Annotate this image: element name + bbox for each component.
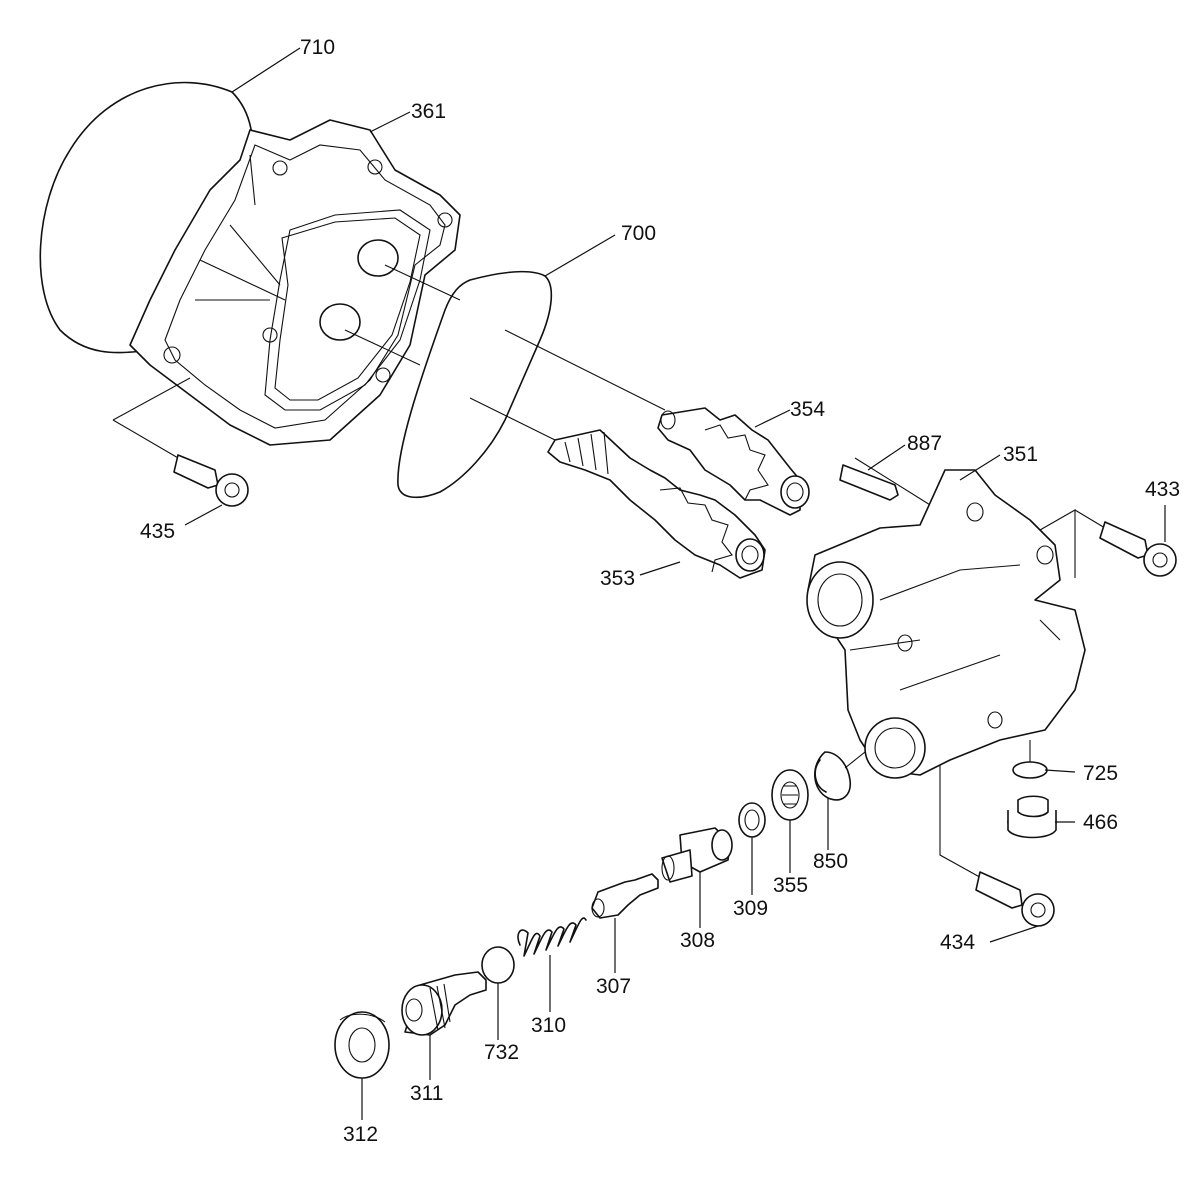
part-309-ring — [738, 802, 766, 838]
callout-725: 725 — [1083, 762, 1118, 785]
assembly-axis-lines — [112, 264, 1106, 881]
callout-434: 434 — [940, 931, 975, 954]
callout-355: 355 — [773, 874, 808, 897]
part-887-pin — [839, 464, 941, 521]
callout-310: 310 — [531, 1014, 566, 1037]
callout-307: 307 — [596, 975, 631, 998]
part-433-bolt — [1099, 521, 1177, 577]
part-354-driven-gear — [657, 407, 810, 516]
callout-labels: 710 361 700 354 887 351 433 435 353 725 … — [140, 36, 1180, 1146]
part-725-o-ring — [1012, 761, 1048, 779]
callout-354: 354 — [790, 398, 825, 421]
callout-435: 435 — [140, 520, 175, 543]
part-732-o-ring — [481, 946, 515, 984]
part-307-poppet — [591, 873, 659, 919]
callout-311: 311 — [410, 1082, 443, 1105]
part-435-bolt — [173, 454, 249, 507]
part-361-front-case — [129, 119, 461, 446]
callout-312: 312 — [343, 1123, 378, 1146]
callout-309: 309 — [733, 897, 768, 920]
callout-353: 353 — [600, 567, 635, 590]
callout-466: 466 — [1083, 811, 1118, 834]
part-310-spring — [517, 917, 587, 957]
part-311-adjusting-screw — [401, 971, 487, 1036]
part-434-bolt — [975, 871, 1055, 927]
callout-351: 351 — [1003, 443, 1038, 466]
leader-lines — [184, 47, 1166, 1120]
part-308-seat — [661, 827, 733, 883]
part-850-snap-ring — [814, 751, 852, 801]
callout-732: 732 — [484, 1041, 519, 1064]
part-351-gear-case — [806, 469, 1086, 779]
part-700-gasket — [397, 270, 553, 499]
callout-433: 433 — [1145, 478, 1180, 501]
callout-361: 361 — [411, 100, 446, 123]
part-355-filter — [771, 769, 809, 821]
callout-308: 308 — [680, 929, 715, 952]
part-353-drive-gear — [547, 429, 766, 579]
callout-887: 887 — [907, 432, 942, 455]
callout-850: 850 — [813, 850, 848, 873]
part-466-plug — [1007, 795, 1057, 839]
callout-710: 710 — [300, 36, 335, 59]
callout-700: 700 — [621, 222, 656, 245]
part-312-lock-nut — [334, 1011, 390, 1079]
